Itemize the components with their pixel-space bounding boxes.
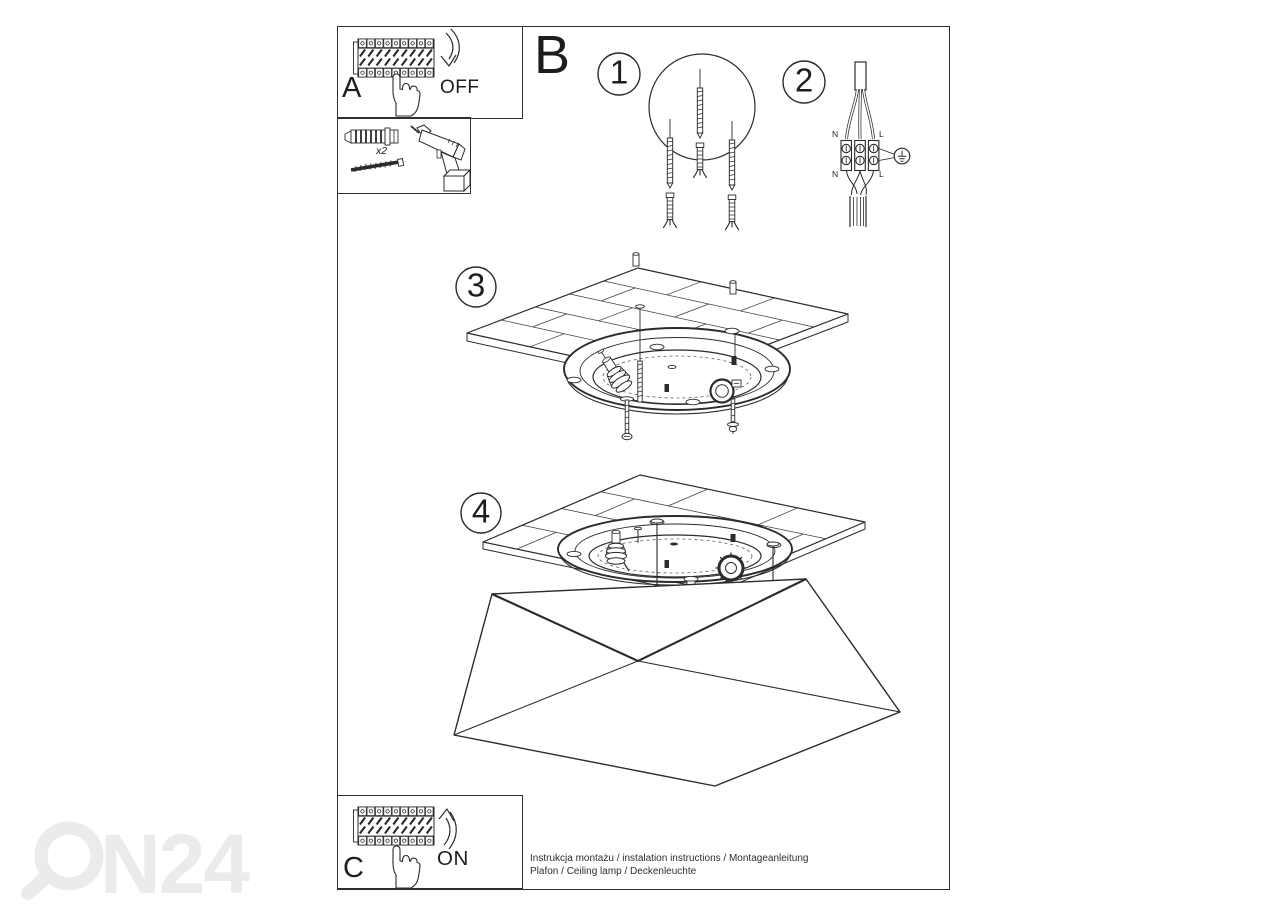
screw-anchor-icon <box>662 118 678 229</box>
shade-screw-icon <box>650 518 780 586</box>
step-c-box <box>337 795 523 889</box>
wire-label-n-bottom: N <box>832 169 839 179</box>
lampshade-hexagon <box>453 578 901 787</box>
wire-label-n-top: N <box>832 129 839 139</box>
wire-label-l-top: L <box>879 129 884 139</box>
step4-number: 4 <box>471 492 491 530</box>
power-on-label: ON <box>437 847 469 870</box>
step1-number: 1 <box>609 53 629 91</box>
lamp-socket-icon <box>709 378 742 404</box>
lamp-socket-icon <box>605 529 630 572</box>
step3-number: 3 <box>466 266 486 304</box>
power-off-label: OFF <box>440 77 480 98</box>
step-a-label: A <box>342 72 362 104</box>
step4-circle <box>460 492 502 534</box>
step3-circle <box>455 266 497 308</box>
tools-box <box>337 117 471 194</box>
hand-pointer-icon <box>392 845 421 889</box>
center-hole <box>667 364 677 370</box>
mounting-screw-icon <box>727 333 739 434</box>
lamp-socket-icon <box>715 552 747 584</box>
hand-pointer-icon <box>392 73 421 117</box>
screw-anchor-icon <box>724 120 740 231</box>
cable-clip <box>731 356 737 365</box>
tools-quantity-label: x2 <box>376 145 388 157</box>
breaker-panel-icon <box>354 807 435 845</box>
cable-clip <box>730 534 736 542</box>
main-frame-border <box>337 26 950 890</box>
step2-circle <box>782 60 826 104</box>
dowel-tip-icon <box>632 252 737 295</box>
center-hole <box>670 542 678 546</box>
terminal-block-icon <box>840 139 880 172</box>
step1-circle <box>597 52 641 96</box>
mounting-plate <box>563 327 791 415</box>
screw-icon <box>350 158 405 173</box>
section-b-label: B <box>534 25 571 85</box>
footer-line-1: Instrukcja montażu / instalation instruc… <box>530 853 809 864</box>
step-c-label: C <box>343 852 364 884</box>
arrow-down-icon <box>440 28 460 67</box>
screw-anchor-icon <box>692 68 708 179</box>
step2-number: 2 <box>794 61 814 99</box>
mounting-screw-icon <box>620 304 645 441</box>
breaker-panel-icon <box>354 39 435 77</box>
arrow-up-icon <box>438 808 457 850</box>
wall-plug-icon <box>344 127 399 146</box>
step-a-box <box>337 26 523 119</box>
cable-clip <box>664 560 669 568</box>
watermark-magnifier-icon <box>21 821 104 900</box>
watermark-brand: N24 <box>100 817 250 911</box>
wire-bundle-icon <box>846 170 874 227</box>
mains-cable-icon <box>845 61 875 140</box>
lamp-socket-icon <box>598 349 633 393</box>
drill-icon <box>410 124 472 193</box>
ground-symbol-icon <box>878 147 911 165</box>
footer-line-2: Plafon / Ceiling lamp / Deckenleuchte <box>530 866 697 877</box>
small-screw-icon <box>634 526 642 543</box>
wire-label-l-bottom: L <box>879 169 884 179</box>
cable-clip <box>664 384 669 392</box>
